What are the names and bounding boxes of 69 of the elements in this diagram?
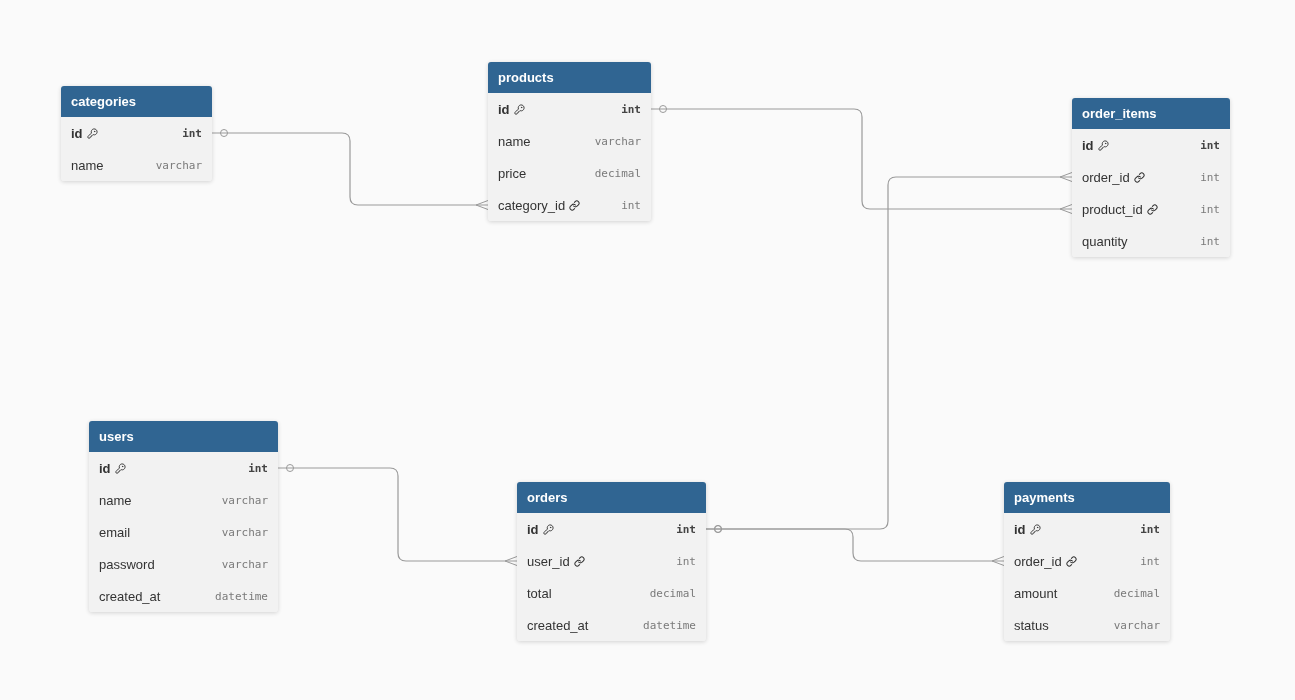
column-name: amount [1014,585,1058,601]
table-card [61,86,212,181]
column-type: decimal [1113,586,1160,600]
column-name: id [71,125,83,141]
table-header: products [488,62,651,93]
column-type: varchar [221,493,268,507]
relationship-line [705,525,1005,566]
column-type: int [676,554,696,568]
column-type: int [1140,522,1160,536]
column-type: datetime [215,589,268,603]
column-name: total [527,585,552,601]
table-row [61,117,212,149]
table-row [89,452,278,484]
column-name: id [1082,137,1094,153]
relationship-line [277,464,518,566]
column-type: int [248,461,268,475]
relationship-line [650,105,1073,214]
column-type: int [1200,170,1220,184]
column-type: decimal [649,586,696,600]
table-header: users [89,421,278,452]
table-card [89,421,278,612]
column-name: category_id [498,197,566,213]
table-row [1004,513,1170,545]
column-name: name [498,133,531,149]
column-type: int [621,198,641,212]
column-name: id [527,521,539,537]
column-type: int [1200,202,1220,216]
column-type: varchar [221,525,268,539]
table-header: order_items [1072,98,1230,129]
column-type: int [1140,554,1160,568]
column-name: product_id [1082,201,1143,217]
table-header: categories [61,86,212,117]
column-type: decimal [594,166,641,180]
table-header: payments [1004,482,1170,513]
column-name: id [99,460,111,476]
table-row [517,513,706,545]
column-type: datetime [643,618,696,632]
column-type: int [676,522,696,536]
column-name: password [99,556,155,572]
relationship-line [211,129,489,210]
table-card [1072,98,1230,257]
column-type: int [1200,138,1220,152]
table-row [488,189,651,221]
column-name: order_id [1014,553,1062,569]
column-name: name [71,157,104,173]
column-name: created_at [527,617,589,633]
column-name: user_id [527,553,570,569]
column-type: varchar [221,557,268,571]
table-card [488,62,651,221]
table-header: orders [517,482,706,513]
column-name: email [99,524,131,540]
table-row [488,93,651,125]
table-card [517,482,706,641]
column-name: id [1014,521,1026,537]
table-card [1004,482,1170,641]
column-type: int [182,126,202,140]
column-name: name [99,492,132,508]
column-type: varchar [155,158,202,172]
table-row [1072,129,1230,161]
column-name: quantity [1082,233,1128,249]
column-type: varchar [1113,618,1160,632]
column-name: price [498,165,527,181]
column-type: int [1200,234,1220,248]
column-type: varchar [594,134,641,148]
column-name: status [1014,617,1049,633]
column-name: order_id [1082,169,1130,185]
column-name: created_at [99,588,161,604]
column-type: int [621,102,641,116]
column-name: id [498,101,510,117]
